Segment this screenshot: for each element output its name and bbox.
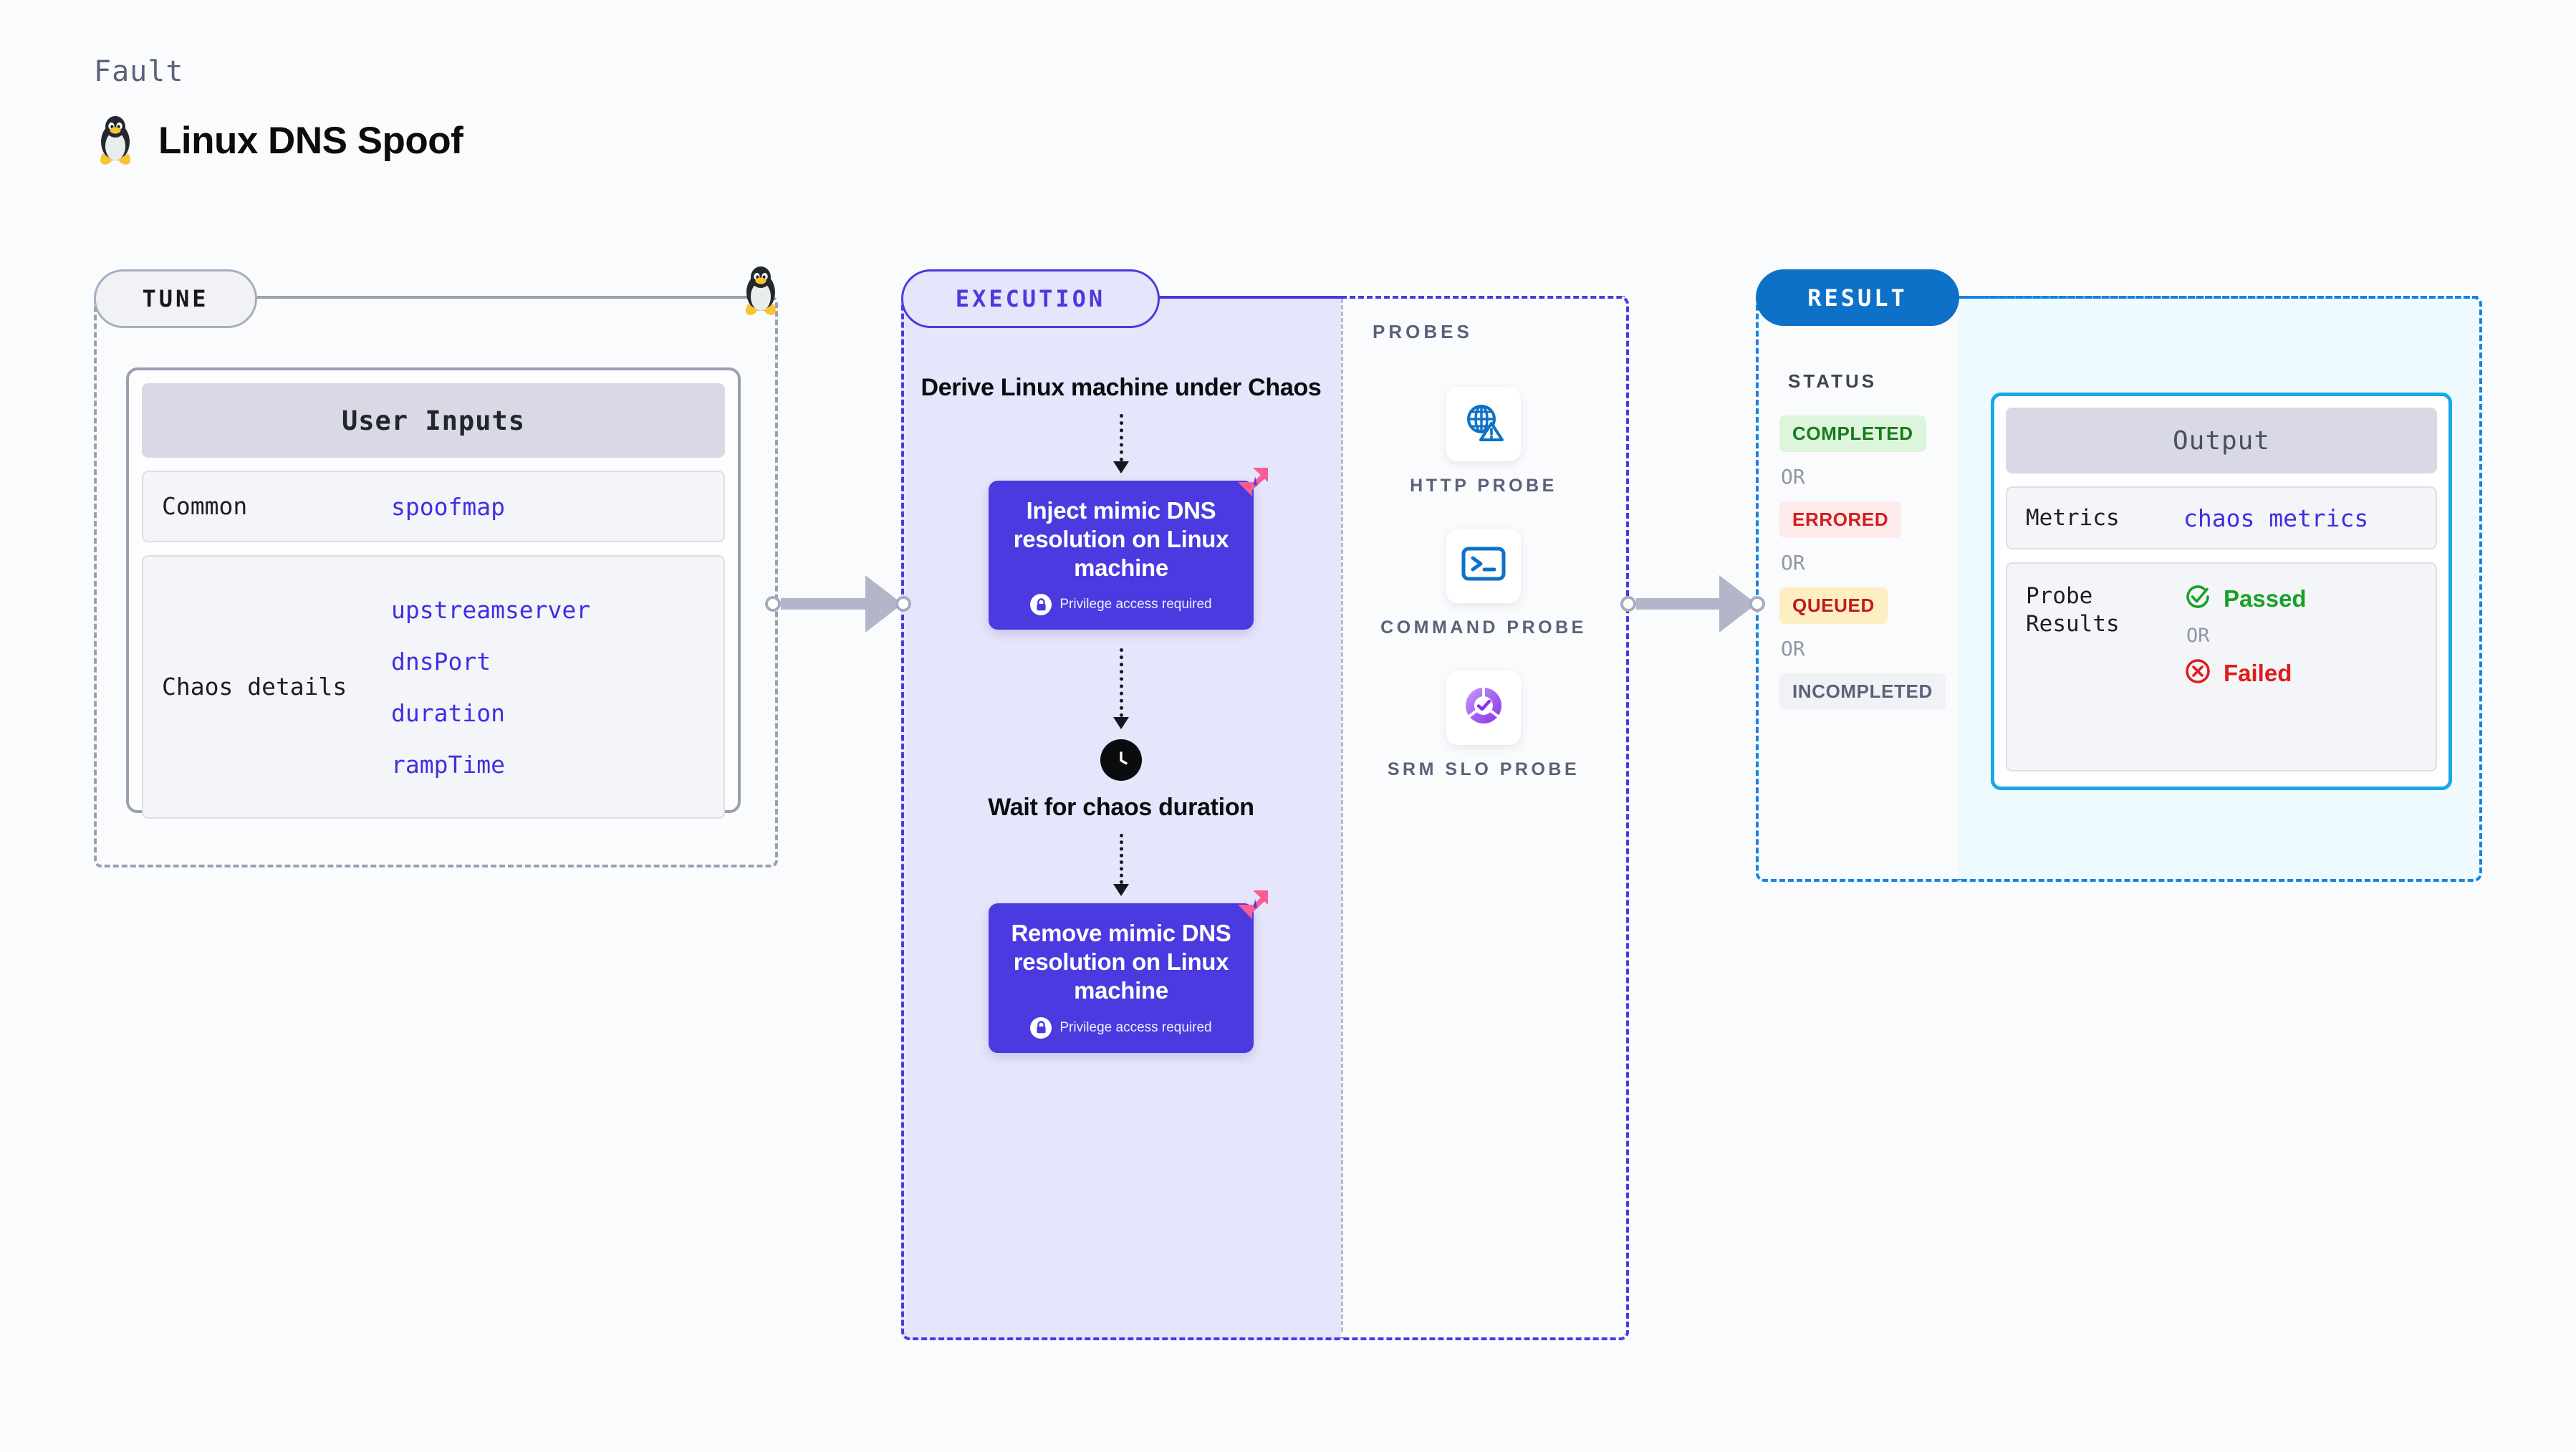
probes-divider bbox=[1341, 299, 1343, 1332]
probes-title: PROBES bbox=[1373, 321, 1473, 342]
output-row-value[interactable]: chaos metrics bbox=[2183, 504, 2369, 532]
arrow-tune-to-execution bbox=[765, 569, 911, 638]
status-badge-incompleted: INCOMPLETED bbox=[1779, 673, 1946, 710]
execution-badge[interactable]: EXECUTION bbox=[901, 269, 1160, 328]
privilege-note: Privilege access required bbox=[1007, 1016, 1235, 1039]
probe-label: HTTP PROBE bbox=[1410, 476, 1557, 496]
status-list: COMPLETED OR ERRORED OR QUEUED OR INCOMP… bbox=[1779, 415, 1959, 710]
tune-row-values: spoofmap bbox=[391, 493, 505, 521]
output-row-key: Probe Results bbox=[2026, 583, 2120, 637]
dotted-connector bbox=[1113, 413, 1129, 473]
probe-label: SRM SLO PROBE bbox=[1387, 759, 1580, 779]
or-separator: OR bbox=[1781, 551, 1805, 574]
probe-result-failed: Failed bbox=[2183, 657, 2307, 689]
arrow-start-dot bbox=[1620, 596, 1636, 612]
tune-row-key: Common bbox=[162, 491, 248, 520]
lock-icon bbox=[1030, 1016, 1052, 1039]
arrow-shaft bbox=[781, 598, 867, 610]
probe-item-srm-slo[interactable]: SRM SLO PROBE bbox=[1388, 670, 1580, 782]
execution-step-card-remove[interactable]: Remove mimic DNS resolution on Linux mac… bbox=[989, 890, 1268, 1053]
x-circle-icon bbox=[2183, 657, 2212, 689]
fault-eyebrow-label: Fault bbox=[94, 55, 184, 88]
fault-marker-icon bbox=[1236, 466, 1269, 501]
or-separator: OR bbox=[1781, 465, 1805, 489]
output-card: Output Metrics chaos metrics Probe Resul… bbox=[1991, 393, 2452, 790]
probe-card[interactable] bbox=[1446, 528, 1521, 603]
status-title: STATUS bbox=[1788, 370, 1878, 392]
tune-row-chaos-details: Chaos details upstreamserver dnsPort dur… bbox=[142, 555, 725, 819]
probe-item-http[interactable]: HTTP PROBE bbox=[1410, 387, 1557, 499]
terminal-icon bbox=[1461, 546, 1506, 585]
page-title: Linux DNS Spoof bbox=[158, 119, 463, 162]
check-circle-icon bbox=[2183, 582, 2212, 615]
clock-icon bbox=[1100, 739, 1142, 782]
output-row-metrics: Metrics chaos metrics bbox=[2006, 486, 2437, 549]
tune-tux-penguin-icon bbox=[739, 265, 782, 317]
tune-leader-line bbox=[253, 296, 763, 299]
fault-title-row: Linux DNS Spoof bbox=[94, 115, 463, 166]
execution-flow: Derive Linux machine under Chaos Inject … bbox=[901, 372, 1341, 1053]
dotted-connector bbox=[1113, 648, 1129, 730]
result-badge[interactable]: RESULT bbox=[1756, 269, 1959, 326]
tune-value[interactable]: duration bbox=[391, 698, 505, 727]
probe-label: COMMAND PROBE bbox=[1380, 617, 1587, 638]
output-row-key: Metrics bbox=[2026, 504, 2120, 531]
output-header: Output bbox=[2006, 408, 2437, 473]
privilege-note-text: Privilege access required bbox=[1059, 597, 1212, 612]
arrow-end-dot bbox=[1749, 596, 1765, 612]
user-inputs-header: User Inputs bbox=[142, 383, 725, 458]
tune-badge[interactable]: TUNE bbox=[94, 269, 257, 328]
probe-item-command[interactable]: COMMAND PROBE bbox=[1380, 528, 1587, 640]
probe-result-failed-label: Failed bbox=[2224, 659, 2292, 686]
output-row-probe-results: Probe Results Passed OR bbox=[2006, 562, 2437, 771]
probes-list: HTTP PROBE COMMAND PROBE bbox=[1341, 387, 1626, 782]
slo-donut-check-icon bbox=[1461, 683, 1506, 731]
tune-value[interactable]: rampTime bbox=[391, 750, 505, 779]
tune-value[interactable]: dnsPort bbox=[391, 647, 491, 675]
privilege-note: Privilege access required bbox=[1007, 594, 1235, 616]
probe-card[interactable] bbox=[1446, 387, 1521, 461]
user-inputs-card: User Inputs Common spoofmap Chaos detail… bbox=[126, 367, 741, 819]
probe-results-values: Passed OR Failed bbox=[2183, 582, 2307, 689]
tune-value[interactable]: spoofmap bbox=[391, 492, 505, 521]
execution-card-title: Inject mimic DNS resolution on Linux mac… bbox=[1013, 496, 1229, 582]
or-separator: OR bbox=[2186, 625, 2210, 647]
privilege-note-text: Privilege access required bbox=[1059, 1019, 1212, 1035]
arrow-probes-to-result bbox=[1620, 569, 1765, 638]
lock-icon bbox=[1030, 594, 1052, 616]
tune-row-common: Common spoofmap bbox=[142, 471, 725, 542]
arrow-end-dot bbox=[895, 596, 911, 612]
status-badge-queued: QUEUED bbox=[1779, 587, 1888, 624]
tune-value[interactable]: upstreamserver bbox=[391, 595, 591, 624]
probe-result-passed-label: Passed bbox=[2224, 585, 2307, 612]
execution-step-label: Wait for chaos duration bbox=[988, 794, 1254, 822]
arrow-shaft bbox=[1636, 598, 1721, 610]
probes-region bbox=[1341, 296, 1629, 1340]
tune-row-key: Chaos details bbox=[162, 672, 347, 701]
tux-penguin-icon bbox=[94, 115, 137, 166]
execution-step-card-inject[interactable]: Inject mimic DNS resolution on Linux mac… bbox=[989, 467, 1268, 630]
tune-row-values: upstreamserver dnsPort duration rampTime bbox=[391, 596, 590, 779]
result-leader-line bbox=[1955, 296, 2478, 299]
probe-result-passed: Passed bbox=[2183, 582, 2307, 615]
globe-warning-icon bbox=[1462, 401, 1505, 448]
or-separator: OR bbox=[1781, 637, 1805, 660]
execution-card-title: Remove mimic DNS resolution on Linux mac… bbox=[1011, 919, 1231, 1004]
probe-card[interactable] bbox=[1446, 670, 1521, 745]
arrow-start-dot bbox=[765, 596, 781, 612]
fault-marker-icon bbox=[1236, 889, 1269, 924]
dotted-connector bbox=[1113, 833, 1129, 896]
execution-step-label: Derive Linux machine under Chaos bbox=[921, 374, 1322, 401]
status-badge-completed: COMPLETED bbox=[1779, 415, 1926, 452]
status-badge-errored: ERRORED bbox=[1779, 501, 1902, 538]
